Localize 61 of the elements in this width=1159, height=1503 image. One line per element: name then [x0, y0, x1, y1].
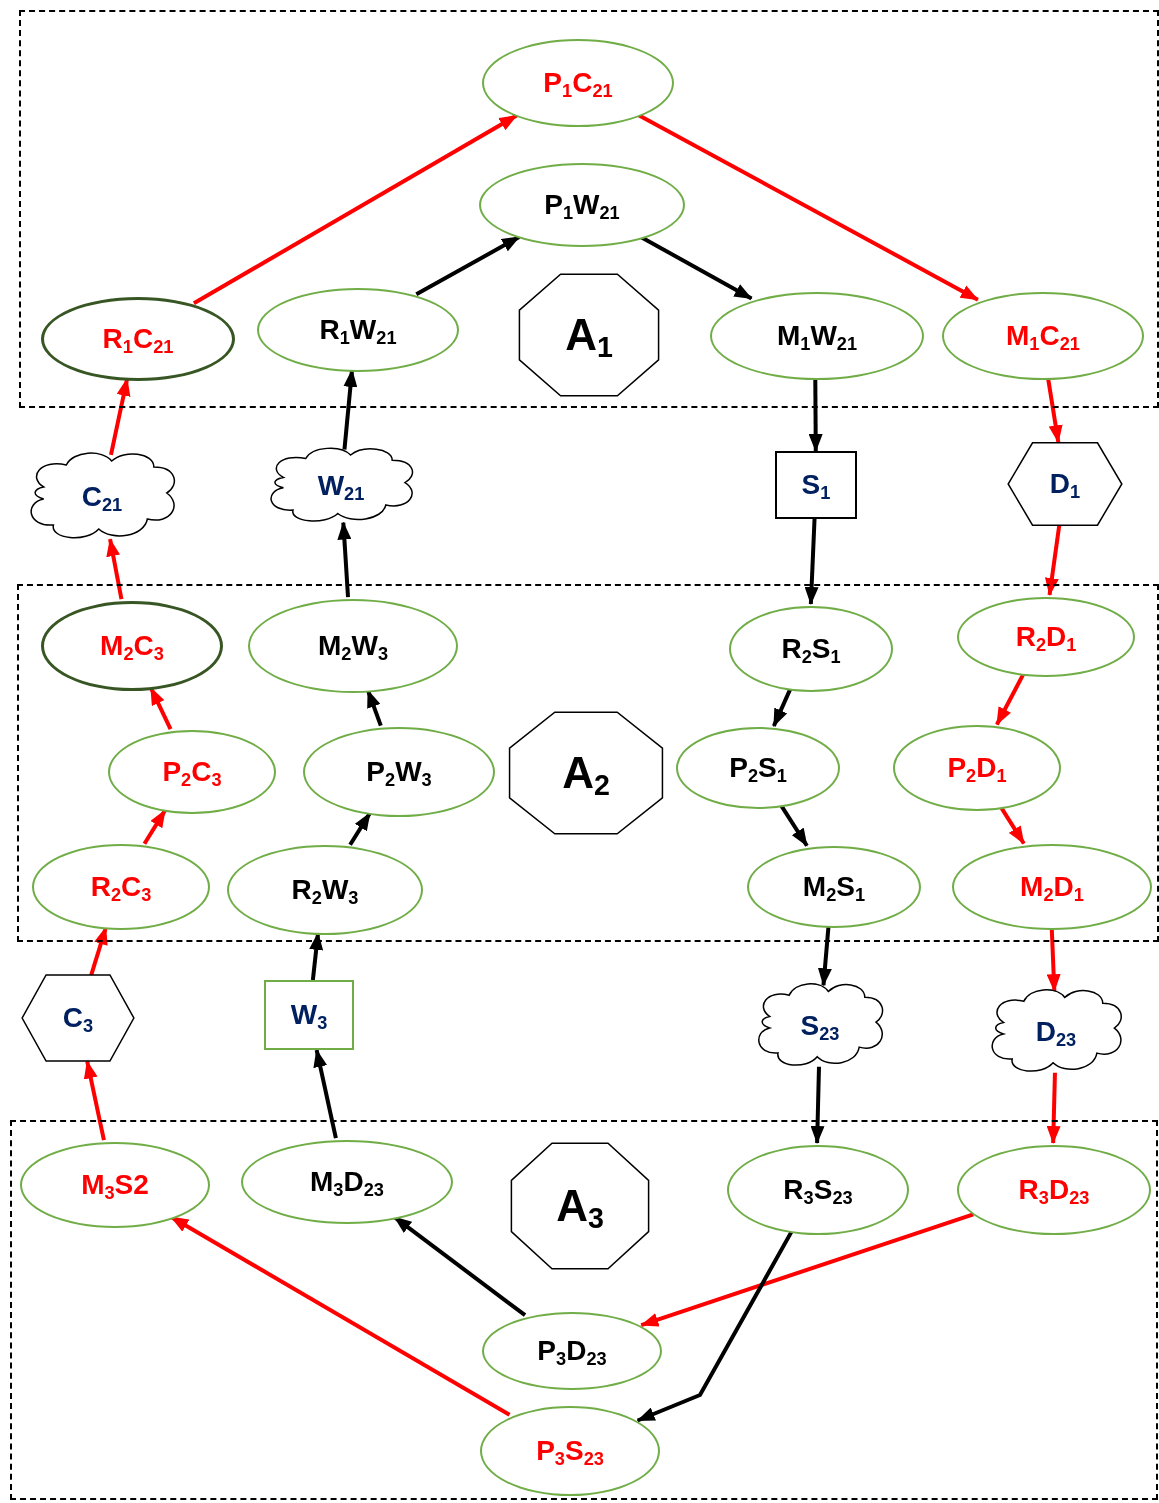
arrow [804, 518, 819, 605]
arrow [170, 1215, 511, 1417]
node-label: R$_{2}$C$_{3}$ [90, 873, 152, 901]
dashed-region [17, 584, 1159, 942]
node-label: M$_{3}$S2 [81, 1171, 149, 1199]
octagon-node [510, 1142, 650, 1270]
node-label: W$_{21}$ [317, 472, 365, 500]
node-label: R$_{2}$S$_{1}$ [781, 635, 841, 663]
octagon-node [518, 273, 660, 397]
arrow [817, 925, 832, 987]
node-label: D$_{23}$ [1035, 1018, 1077, 1046]
node-label: R$_{1}$W$_{21}$ [319, 316, 397, 344]
node-label: A$_{2}$ [562, 751, 610, 795]
node-label: S$_{23}$ [800, 1012, 840, 1040]
square-node [775, 451, 857, 519]
arrow [313, 1049, 338, 1139]
node-label: M$_{2}$C$_{3}$ [100, 632, 164, 660]
node-label: M$_{1}$W$_{21}$ [776, 322, 858, 350]
arrow [810, 1066, 825, 1144]
node-label: P$_{2}$W$_{3}$ [366, 758, 432, 786]
arrow [1046, 1072, 1061, 1144]
node-label: M$_{1}$C$_{21}$ [1006, 322, 1080, 350]
node-label: P$_{1}$C$_{21}$ [543, 69, 613, 97]
arrow [106, 538, 124, 600]
node-label: P$_{3}$D$_{23}$ [537, 1337, 607, 1365]
node-label: P$_{2}$D$_{1}$ [947, 754, 1007, 782]
arrow [1046, 377, 1063, 444]
node-label: C$_{21}$ [81, 483, 123, 511]
node-label: P$_{2}$C$_{3}$ [162, 758, 222, 786]
hexagon-node [21, 974, 135, 1062]
arrow [1044, 525, 1062, 597]
arrow [1046, 927, 1061, 993]
node-label: R$_{2}$W$_{3}$ [291, 876, 359, 904]
node-label: W$_{3}$ [290, 1001, 328, 1029]
hexagon-node [1007, 442, 1123, 526]
arrow [415, 235, 521, 297]
node-label: R$_{3}$S$_{23}$ [783, 1176, 853, 1204]
node-label: R$_{1}$C$_{21}$ [102, 325, 174, 353]
node-label: M$_{3}$D$_{23}$ [310, 1168, 384, 1196]
node-label: M$_{2}$D$_{1}$ [1020, 873, 1084, 901]
node-label: A$_{3}$ [556, 1184, 604, 1228]
arrow [192, 113, 518, 306]
node-label: R$_{2}$D$_{1}$ [1015, 623, 1077, 651]
node-label: P$_{3}$S$_{23}$ [536, 1437, 604, 1465]
arrow [337, 521, 352, 598]
node-label: P$_{2}$S$_{1}$ [729, 754, 787, 782]
octagon-node [508, 711, 664, 835]
node-label: S$_{1}$ [801, 471, 831, 499]
node-label: C$_{3}$ [62, 1004, 94, 1032]
square-node [264, 980, 354, 1050]
node-label: R$_{3}$D$_{23}$ [1018, 1176, 1090, 1204]
dashed-region [19, 10, 1159, 408]
node-label: P$_{1}$W$_{21}$ [544, 191, 620, 219]
node-label: A$_{1}$ [565, 313, 613, 357]
node-label: D$_{1}$ [1049, 470, 1081, 498]
arrow [808, 378, 823, 452]
dashed-region [10, 1120, 1158, 1500]
node-label: M$_{2}$S$_{1}$ [802, 873, 866, 901]
node-label: M$_{2}$W$_{3}$ [318, 632, 388, 660]
arrow [640, 1212, 974, 1328]
arrow [83, 1060, 106, 1141]
